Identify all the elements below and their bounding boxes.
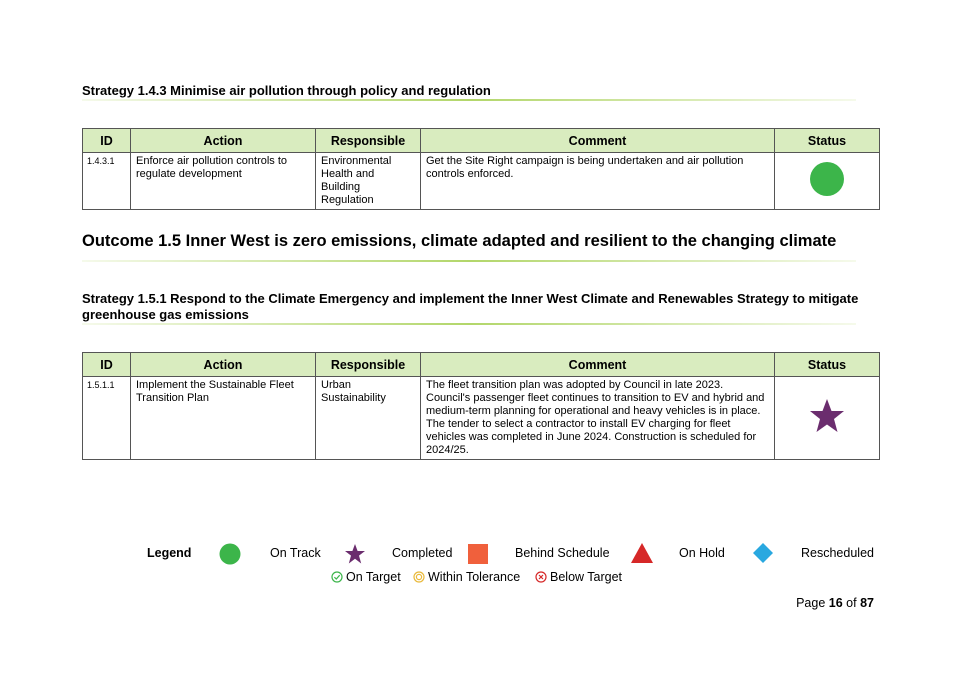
strategy-143-table: ID Action Responsible Comment Status 1.4… — [82, 128, 880, 210]
rescheduled-diamond-icon — [753, 543, 773, 563]
header-status: Status — [774, 128, 880, 153]
legend-below-target: Below Target — [550, 570, 623, 584]
page-current: 16 — [828, 596, 843, 610]
header-action: Action — [130, 352, 316, 377]
outcome-15-heading: Outcome 1.5 Inner West is zero emissions… — [82, 232, 837, 250]
header-id: ID — [82, 352, 131, 377]
on-track-icon — [810, 162, 844, 196]
strategy-143-heading: Strategy 1.4.3 Minimise air pollution th… — [82, 83, 491, 98]
strategy-151-table: ID Action Responsible Comment Status 1.5… — [82, 352, 880, 460]
row-id: 1.4.3.1 — [82, 152, 131, 210]
legend-within-tolerance: Within Tolerance — [428, 570, 521, 584]
page-label: Page — [796, 596, 826, 610]
header-action: Action — [130, 128, 316, 153]
heading-rule — [82, 260, 856, 262]
table-row: 1.4.3.1 Enforce air pollution controls t… — [82, 152, 880, 210]
legend-rescheduled: Rescheduled — [801, 546, 874, 560]
page-number: Page 16 of 87 — [796, 596, 874, 610]
row-id: 1.5.1.1 — [82, 376, 131, 460]
legend-on-track: On Track — [270, 546, 321, 560]
below-target-x-icon — [535, 571, 547, 583]
on-track-icon — [219, 543, 241, 565]
header-responsible: Responsible — [315, 128, 421, 153]
header-status: Status — [774, 352, 880, 377]
table-header-row: ID Action Responsible Comment Status — [82, 352, 880, 377]
legend-on-target: On Target — [346, 570, 401, 584]
legend-title: Legend — [147, 546, 192, 560]
behind-schedule-square-icon — [468, 544, 488, 564]
header-responsible: Responsible — [315, 352, 421, 377]
legend-behind-schedule: Behind Schedule — [515, 546, 610, 560]
completed-star-icon — [810, 399, 844, 432]
table-row: 1.5.1.1 Implement the Sustainable Fleet … — [82, 376, 880, 460]
row-comment: The fleet transition plan was adopted by… — [420, 376, 775, 460]
within-tolerance-icon — [413, 571, 425, 583]
page-of: of — [846, 596, 857, 610]
heading-rule — [82, 99, 856, 101]
row-status — [774, 152, 880, 210]
header-id: ID — [82, 128, 131, 153]
on-target-check-icon — [331, 571, 343, 583]
row-action: Implement the Sustainable Fleet Transiti… — [130, 376, 316, 460]
legend-completed: Completed — [392, 546, 453, 560]
page-total: 87 — [860, 596, 874, 610]
row-responsible: Environmental Health and Building Regula… — [315, 152, 421, 210]
strategy-151-heading: Strategy 1.5.1 Respond to the Climate Em… — [82, 291, 859, 322]
header-comment: Comment — [420, 128, 775, 153]
heading-rule — [82, 323, 856, 325]
completed-star-icon — [345, 544, 365, 564]
row-status — [774, 376, 880, 460]
row-responsible: Urban Sustainability — [315, 376, 421, 460]
table-header-row: ID Action Responsible Comment Status — [82, 128, 880, 153]
legend: Legend On Track Completed Behind Schedul… — [0, 543, 955, 565]
on-hold-triangle-icon — [631, 543, 653, 563]
legend-on-hold: On Hold — [679, 546, 725, 560]
row-comment: Get the Site Right campaign is being und… — [420, 152, 775, 210]
header-comment: Comment — [420, 352, 775, 377]
row-action: Enforce air pollution controls to regula… — [130, 152, 316, 210]
